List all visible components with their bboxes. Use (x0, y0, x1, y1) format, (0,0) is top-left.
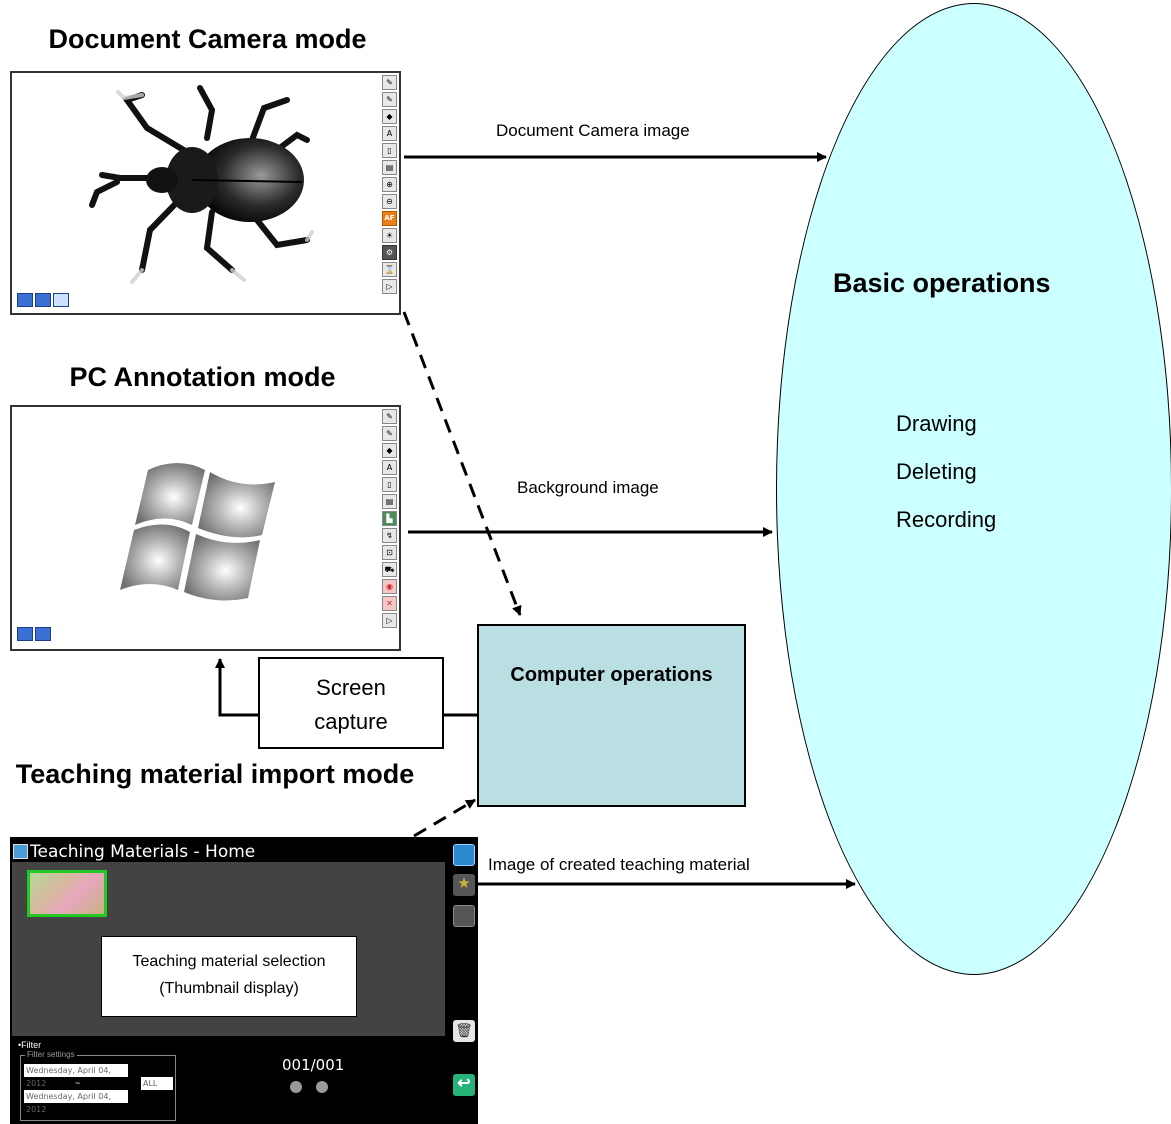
toolbar-tool-button[interactable]: ◉ (382, 579, 397, 594)
pc-annotation-toolbar: ✎ ✎ ◆ A ▯ ▤ ▙ ↯ ⊡ ⛟ ◉ ✕ ▷ (382, 409, 397, 628)
doc-camera-title: Document Camera mode (48, 24, 367, 54)
dashed-arrow-camera (402, 311, 522, 616)
thumbnail-item[interactable] (27, 870, 107, 917)
date-tilde: ~ (75, 1078, 81, 1088)
toolbar-tool-button[interactable]: ▯ (382, 143, 397, 158)
selection-line2: (Thumbnail display) (159, 980, 299, 997)
home-side-button[interactable] (453, 844, 475, 866)
filter-settings-label: Filter settings (25, 1050, 77, 1059)
toolbar-tool-button[interactable]: ✎ (382, 409, 397, 424)
toolbar-tool-button[interactable]: ◆ (382, 109, 397, 124)
next-page-button[interactable] (316, 1081, 328, 1093)
trash-button[interactable]: 🗑 (453, 1020, 475, 1042)
toolbar-tool-button[interactable]: ⊖ (382, 194, 397, 209)
capture-button[interactable] (35, 627, 51, 641)
teaching-material-selection-box: Teaching material selection (Thumbnail d… (101, 936, 357, 1017)
computer-operations-box: Computer operations (477, 624, 746, 807)
screen-capture-box: Screen capture (258, 657, 444, 749)
light-button[interactable] (53, 293, 69, 307)
toolbar-tool-button[interactable]: ☀ (382, 228, 397, 243)
basic-operations-title: Basic operations (833, 268, 1051, 298)
toolbar-tool-button[interactable]: ▯ (382, 477, 397, 492)
pc-annotation-bottom-buttons (17, 627, 51, 641)
dashed-arrow-teaching (413, 798, 476, 838)
toolbar-tool-button[interactable]: ⛟ (382, 562, 397, 577)
prev-page-button[interactable] (290, 1081, 302, 1093)
doc-camera-panel: ✎ ✎ ◆ A ▯ ▤ ⊕ ⊖ AF ☀ ⚙ ⌛ ▷ (10, 71, 401, 315)
toolbar-tool-button[interactable]: ⊕ (382, 177, 397, 192)
op-recording: Recording (896, 507, 997, 532)
toolbar-tool-button[interactable]: ↯ (382, 528, 397, 543)
teaching-materials-title: Teaching Materials - Home (30, 842, 256, 862)
toolbar-tool-button[interactable]: A (382, 460, 397, 475)
toolbar-tool-button[interactable]: ✎ (382, 426, 397, 441)
capture-arrow-left (215, 658, 258, 717)
basic-operations-list: Drawing Deleting Recording (896, 400, 996, 544)
capture-button[interactable] (35, 293, 51, 307)
selection-line1: Teaching material selection (132, 953, 326, 970)
toolbar-tool-button[interactable]: ⊡ (382, 545, 397, 560)
toolbar-tool-button[interactable]: ◆ (382, 443, 397, 458)
favorite-side-button[interactable]: ★ (453, 874, 475, 896)
toolbar-tool-button[interactable]: ✎ (382, 92, 397, 107)
fullscreen-button[interactable] (17, 627, 33, 641)
toolbar-tool-button[interactable]: ✕ (382, 596, 397, 611)
toolbar-tool-button[interactable]: ▙ (382, 511, 397, 526)
toolbar-tool-button[interactable]: ✎ (382, 75, 397, 90)
toolbar-tool-button[interactable]: ▷ (382, 279, 397, 294)
doc-camera-image-label: Document Camera image (496, 121, 690, 140)
created-material-image-label: Image of created teaching material (488, 855, 750, 874)
computer-operations-label: Computer operations (510, 664, 713, 686)
op-drawing: Drawing (896, 411, 977, 436)
screen-capture-line1: Screen (316, 675, 386, 700)
pc-annotation-title: PC Annotation mode (69, 362, 336, 392)
date-to-field[interactable]: Wednesday, April 04, 2012 (24, 1090, 128, 1114)
toolbar-tool-button[interactable]: ▷ (382, 613, 397, 628)
display-side-button[interactable] (453, 905, 475, 927)
toolbar-tool-button[interactable]: ▤ (382, 160, 397, 175)
filter-settings-group: Filter settings Wednesday, April 04, 201… (20, 1050, 176, 1121)
date-from-field[interactable]: Wednesday, April 04, 2012 (24, 1064, 128, 1088)
teaching-import-title: Teaching material import mode (15, 759, 415, 789)
fullscreen-button[interactable] (17, 293, 33, 307)
return-button[interactable]: ↩ (453, 1074, 475, 1096)
basic-operations-ellipse (776, 3, 1171, 975)
pc-annotation-panel: ✎ ✎ ◆ A ▯ ▤ ▙ ↯ ⊡ ⛟ ◉ ✕ ▷ (10, 405, 401, 651)
teaching-materials-app-icon (13, 844, 28, 859)
toolbar-tool-button[interactable]: ▤ (382, 494, 397, 509)
toolbar-tool-button[interactable]: AF (382, 211, 397, 226)
background-image-label: Background image (517, 478, 659, 497)
filter-label: •Filter (18, 1040, 42, 1050)
op-deleting: Deleting (896, 459, 977, 484)
toolbar-tool-button[interactable]: ⚙ (382, 245, 397, 260)
doc-camera-bottom-buttons (17, 293, 69, 307)
page-counter: 001/001 (282, 1056, 345, 1074)
type-select[interactable]: ALL (141, 1077, 173, 1090)
screen-capture-line2: capture (314, 709, 388, 734)
toolbar-tool-button[interactable]: ⌛ (382, 262, 397, 277)
toolbar-tool-button[interactable]: A (382, 126, 397, 141)
doc-camera-toolbar: ✎ ✎ ◆ A ▯ ▤ ⊕ ⊖ AF ☀ ⚙ ⌛ ▷ (382, 75, 397, 294)
